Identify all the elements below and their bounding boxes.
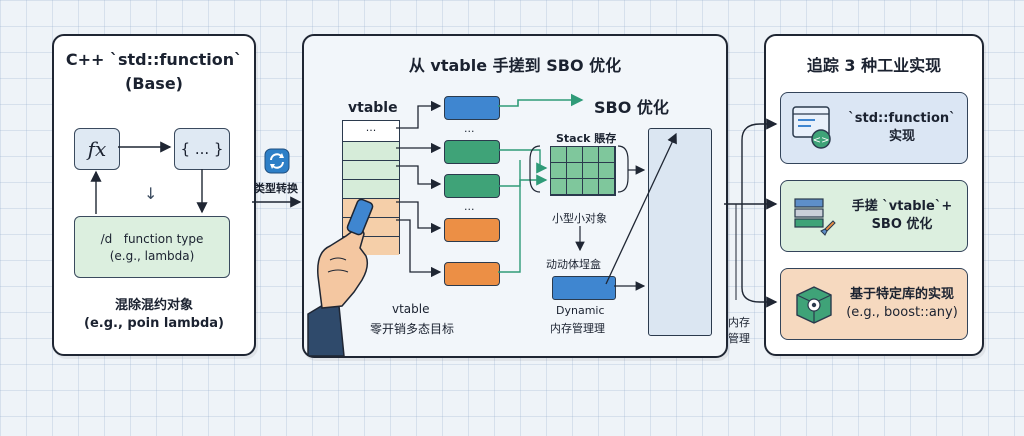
fan-arrow (741, 118, 778, 204)
fan-arrow (741, 204, 778, 308)
memory-label-line1: 内存 (728, 316, 750, 329)
block-dots: ... (464, 200, 475, 213)
memory-label-line2: 管理 (728, 332, 750, 345)
hand-icon (304, 196, 396, 357)
transform-label: 类型转换 (254, 182, 298, 195)
function-type-line2: (e.g., lambda) (109, 248, 195, 263)
heap-box (648, 128, 712, 336)
method-block-orange (444, 218, 500, 242)
impl-card-2-line2: SBO 优化 (871, 217, 933, 232)
bottom-line2: 零开销多态目标 (370, 322, 455, 336)
block-dots: ... (464, 122, 475, 135)
impl-card-1-line1: `std::function` (848, 111, 956, 126)
implementations-panel: 追踪 3 种工业实现 <> `std::function` 实现 (764, 34, 984, 356)
stack-brace (529, 145, 541, 193)
sbo-arrow (498, 174, 548, 187)
bottom-line1: vtable (392, 302, 430, 316)
base-title-line1: C++ `std::function` (65, 50, 243, 69)
vtable-row: ... (343, 121, 399, 142)
vtable-to-orange-arrow (396, 201, 442, 234)
layers-icon (791, 193, 837, 239)
dynamic-line1: Dynamic (556, 304, 605, 317)
braces-symbol: { ... } (180, 140, 224, 158)
vtable-label: vtable (348, 100, 398, 116)
vtable-row (343, 161, 399, 180)
vtable-row (343, 142, 399, 161)
vtable-row (343, 180, 399, 199)
method-block-green (444, 174, 500, 198)
sbo-arrow (498, 93, 584, 107)
impl-card-2-line1: 手搓 `vtable`+ (851, 199, 953, 214)
impl-card-1-line2: 实现 (888, 129, 915, 144)
stack-brace (617, 145, 629, 193)
vtable-to-green-arrow (396, 165, 442, 190)
code-window-icon: <> (791, 105, 835, 151)
impl-card-3-line2: (e.g., boost::any) (846, 305, 958, 320)
method-block-orange (444, 262, 500, 286)
function-type-line1: /d function type (100, 231, 204, 246)
refresh-icon (264, 148, 290, 174)
impl-card-library: 基于特定库的实现 (e.g., boost::any) (780, 268, 968, 340)
vtable-to-orange-arrow (396, 219, 442, 278)
impl-card-3-line1: 基于特定库的实现 (849, 287, 954, 302)
impl-card-handrolled-vtable: 手搓 `vtable`+ SBO 优化 (780, 180, 968, 252)
diagonal-arrow (605, 132, 677, 285)
method-block-green (444, 140, 500, 164)
down-arrow-glyph: ↓ (144, 184, 158, 203)
dynamic-box-label: 动动体埕盒 (546, 258, 601, 271)
middle-title: 从 vtable 手搓到 SBO 优化 (408, 56, 622, 75)
base-caption-line2: (e.g., poin lambda) (84, 316, 224, 331)
function-type-box: /d function type (e.g., lambda) (74, 216, 230, 278)
small-object-label: 小型小对象 (552, 212, 607, 225)
base-caption-line1: 混除混约对象 (114, 298, 193, 313)
package-icon (791, 281, 837, 327)
svg-text:<>: <> (813, 135, 830, 146)
vtable-to-blue-arrow (396, 100, 442, 129)
impl-card-std-function: <> `std::function` 实现 (780, 92, 968, 164)
method-block-blue (444, 96, 500, 120)
stack-grid (550, 146, 616, 196)
dynamic-line2: 内存管理理 (550, 322, 605, 335)
base-title-line2: (Base) (125, 74, 183, 93)
implementations-title: 追踪 3 种工业实现 (806, 56, 942, 75)
sbo-title: SBO 优化 (594, 98, 669, 117)
dynamic-block (552, 276, 616, 300)
vtable-sbo-panel: 从 vtable 手搓到 SBO 优化 vtable ... ... ... S… (302, 34, 728, 358)
sbo-arrow (498, 149, 548, 174)
fx-icon: fx (87, 137, 107, 161)
stack-label: Stack 賬存 (556, 132, 617, 145)
base-panel: C++ `std::function` (Base) fx { ... } ↓ … (52, 34, 256, 356)
sbo-arrow (498, 160, 521, 273)
fx-node: fx (74, 128, 120, 170)
